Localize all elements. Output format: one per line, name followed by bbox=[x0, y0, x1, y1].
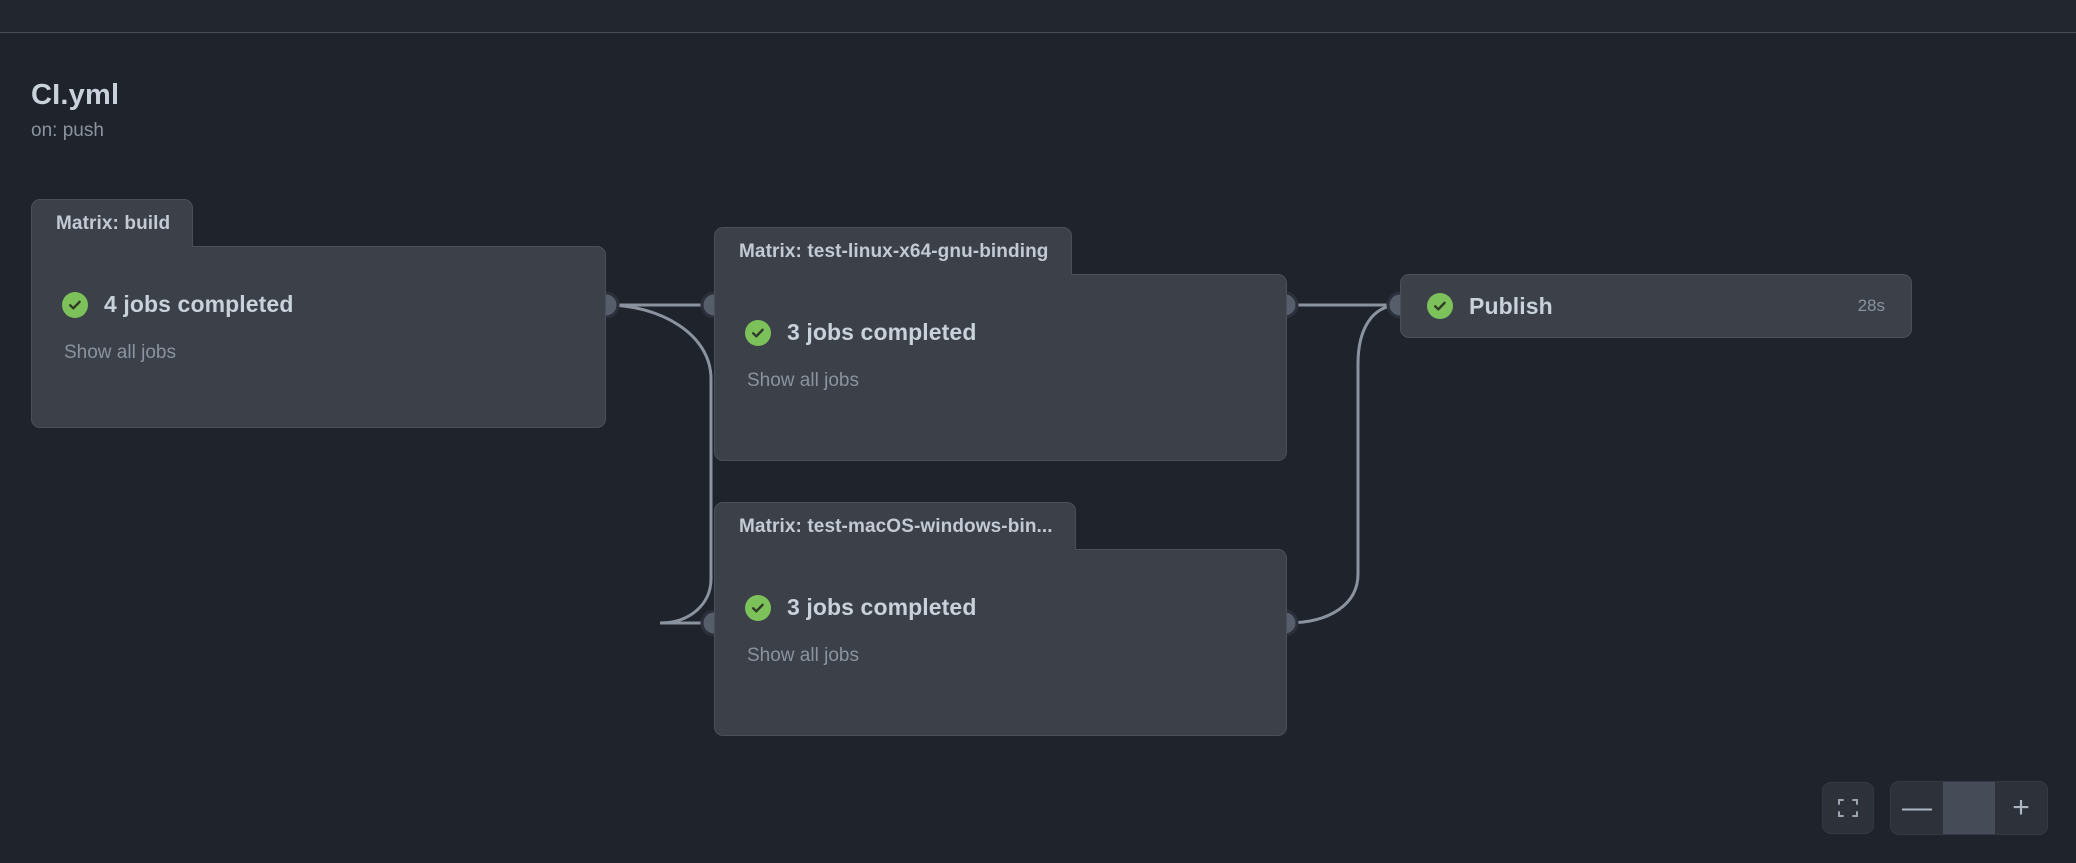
job-status-text: Publish bbox=[1469, 292, 1553, 319]
check-circle-icon bbox=[745, 594, 771, 621]
check-circle-icon bbox=[745, 319, 771, 346]
top-bar bbox=[0, 0, 2076, 33]
node-header-matrix-test-linux: Matrix: test-linux-x64-gnu-binding bbox=[714, 227, 1072, 275]
zoom-in-button[interactable]: + bbox=[1995, 782, 2047, 834]
edge-test-macos-to-publish bbox=[1286, 303, 1401, 625]
graph-canvas[interactable]: CI.yml on: push Matrix: build bbox=[0, 34, 2076, 863]
node-header-label: Matrix: build bbox=[56, 212, 171, 234]
show-all-jobs-link[interactable]: Show all jobs bbox=[64, 342, 176, 363]
show-all-jobs-link[interactable]: Show all jobs bbox=[747, 370, 859, 391]
zoom-out-icon: — bbox=[1902, 791, 1932, 824]
node-body-matrix-test-macos-windows: 3 jobs completed Show all jobs bbox=[714, 549, 1287, 736]
fit-to-screen-icon bbox=[1838, 799, 1858, 817]
node-header-matrix-test-macos-windows: Matrix: test-macOS-windows-bin... bbox=[714, 502, 1076, 550]
job-status-text: 4 jobs completed bbox=[104, 291, 294, 317]
edge-build-to-test-macos bbox=[605, 303, 713, 625]
job-summary-row[interactable]: 3 jobs completed bbox=[745, 594, 1256, 621]
job-status-text: 3 jobs completed bbox=[787, 319, 977, 345]
canvas-controls: — + bbox=[1822, 781, 2048, 835]
job-summary-row[interactable]: 3 jobs completed bbox=[745, 319, 1256, 346]
job-status-text: 3 jobs completed bbox=[787, 594, 977, 620]
workflow-heading: CI.yml on: push bbox=[31, 79, 120, 142]
node-body-matrix-build: 4 jobs completed Show all jobs bbox=[31, 246, 606, 428]
job-duration: 28s bbox=[1857, 296, 1885, 315]
node-header-label: Matrix: test-linux-x64-gnu-binding bbox=[739, 240, 1049, 262]
check-circle-icon bbox=[1427, 293, 1453, 319]
node-publish[interactable]: Publish 28s bbox=[1400, 274, 1912, 338]
node-header-label: Matrix: test-macOS-windows-bin... bbox=[739, 515, 1053, 537]
check-circle-icon bbox=[62, 291, 88, 318]
page-title: CI.yml bbox=[31, 79, 120, 111]
zoom-out-button[interactable]: — bbox=[1891, 782, 1943, 834]
fit-to-screen-button[interactable] bbox=[1822, 782, 1874, 834]
node-body-matrix-test-linux: 3 jobs completed Show all jobs bbox=[714, 274, 1287, 461]
node-matrix-test-linux[interactable]: Matrix: test-linux-x64-gnu-binding 3 job… bbox=[714, 227, 1287, 461]
show-all-jobs-link[interactable]: Show all jobs bbox=[747, 645, 859, 666]
node-matrix-test-macos-windows[interactable]: Matrix: test-macOS-windows-bin... 3 jobs… bbox=[714, 502, 1287, 736]
node-matrix-build[interactable]: Matrix: build 4 jobs completed Show all … bbox=[31, 199, 606, 428]
divider bbox=[1943, 782, 1995, 834]
node-header-matrix-build: Matrix: build bbox=[31, 199, 194, 247]
workflow-trigger: on: push bbox=[31, 119, 104, 141]
job-summary-row[interactable]: 4 jobs completed bbox=[62, 291, 575, 318]
zoom-control-group: — + bbox=[1890, 781, 2048, 835]
zoom-in-icon: + bbox=[2012, 791, 2030, 824]
